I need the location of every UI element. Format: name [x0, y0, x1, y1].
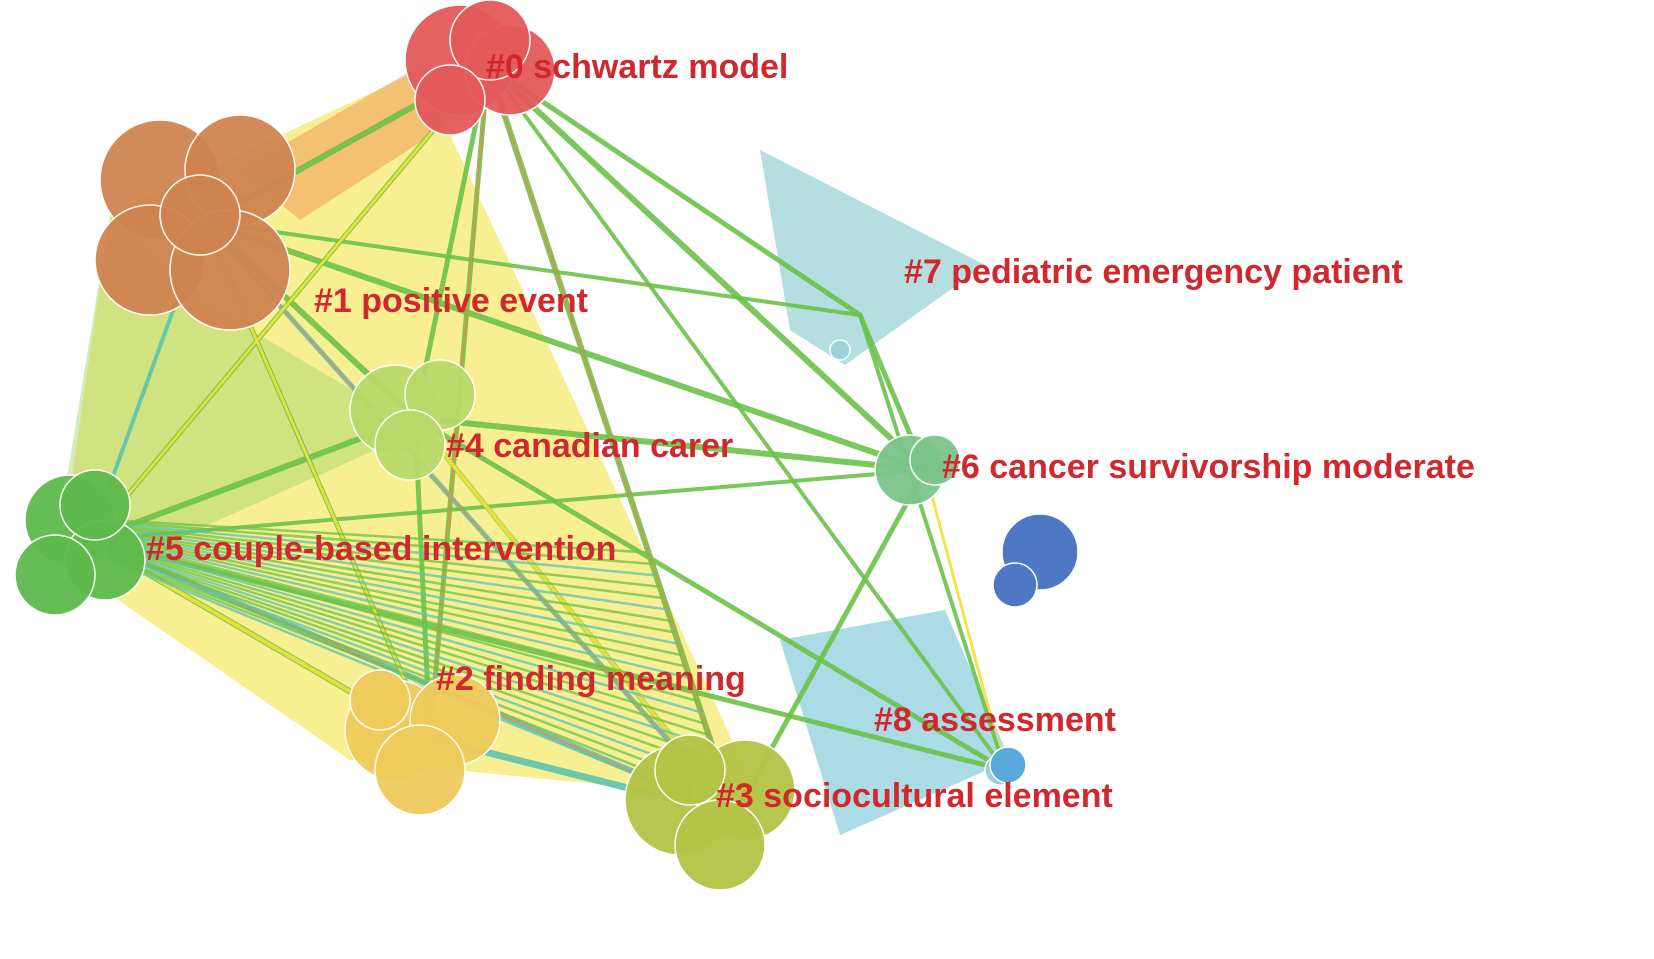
link-0-5 — [88, 63, 490, 542]
node-blue-small — [992, 562, 1038, 608]
link-0-8 — [486, 63, 1007, 772]
cluster-label-3: #3 sociocultural element — [716, 777, 1113, 815]
link-fan — [109, 546, 710, 737]
link-fan — [109, 523, 660, 588]
link-fan — [109, 537, 691, 680]
cluster-node-2 — [349, 669, 411, 731]
cluster-label-2: #2 finding meaning — [436, 660, 746, 698]
cluster-label-7: #7 pediatric emergency patient — [904, 253, 1403, 291]
cluster-label-0: #0 schwartz model — [486, 48, 788, 86]
cluster-node-5 — [59, 469, 131, 541]
link-4-6 — [412, 415, 928, 473]
cluster-labels: #0 schwartz model #1 positive event #2 f… — [146, 48, 1475, 815]
cluster-label-6: #6 cancer survivorship moderate — [942, 448, 1475, 486]
link-fan — [109, 543, 702, 714]
link-fan — [109, 527, 668, 611]
link-fan — [109, 541, 698, 703]
cluster-label-5: #5 couple-based intervention — [146, 530, 616, 568]
link-fan — [109, 536, 687, 668]
cluster-node-3 — [654, 734, 726, 806]
link-fan — [109, 544, 706, 725]
link-fan — [109, 550, 717, 760]
link-fan — [109, 532, 679, 646]
link-fan — [109, 555, 728, 794]
link-0-6 — [485, 62, 928, 473]
cluster-label-4: #4 canadian carer — [446, 427, 733, 465]
link-fan — [109, 518, 649, 554]
link-4-8 — [412, 415, 1008, 773]
link-fan — [109, 529, 672, 623]
cluster-label-1: #1 positive event — [314, 282, 588, 320]
link-fan — [109, 557, 732, 805]
node-lightblue — [989, 746, 1027, 784]
hull-cluster-7 — [760, 150, 985, 365]
hull-cluster-8 — [780, 610, 1010, 835]
cluster-label-8: #8 assessment — [874, 701, 1116, 739]
link-fan — [109, 522, 657, 577]
cluster-node-0 — [449, 0, 531, 81]
cluster-node-5 — [14, 534, 96, 616]
co-citation-links — [87, 62, 1008, 819]
cluster-node-6 — [909, 434, 961, 486]
link-fan — [109, 539, 694, 691]
cluster-node-7 — [829, 339, 851, 361]
cluster-nodes — [14, 0, 1079, 891]
cluster-node-3 — [674, 799, 766, 891]
link-fan — [109, 520, 653, 566]
link-0-3 — [487, 64, 736, 816]
link-fan — [109, 534, 683, 657]
link-6-8 — [923, 468, 1007, 772]
cluster-node-4 — [374, 409, 446, 481]
link-fan — [109, 530, 676, 634]
link-fan — [109, 553, 725, 782]
link-fan — [109, 525, 664, 600]
link-fan — [109, 551, 721, 771]
link-1-7 — [203, 220, 862, 317]
link-fan — [109, 548, 713, 748]
cluster-node-2 — [374, 724, 466, 816]
link-0-7 — [485, 62, 863, 318]
cluster-node-1 — [159, 174, 241, 256]
cluster-node-0 — [414, 64, 486, 136]
link-7-8 — [858, 313, 1007, 772]
link-1-6 — [202, 219, 928, 473]
